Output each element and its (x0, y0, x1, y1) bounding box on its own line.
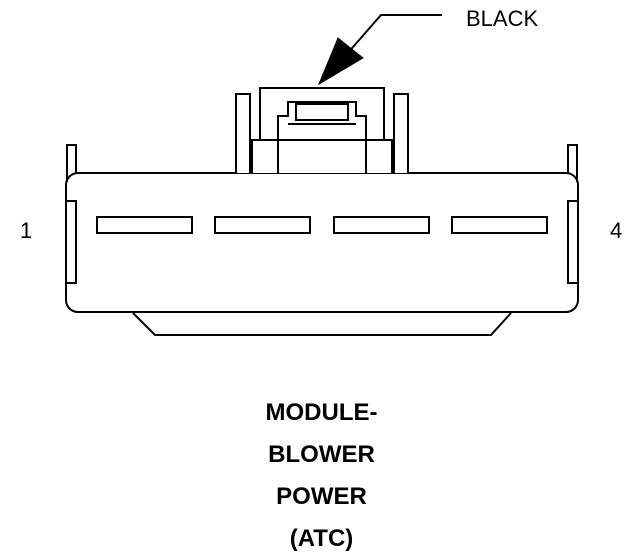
right-latch-outer (567, 144, 578, 182)
callout-leader-line (345, 14, 442, 56)
connector-bottom-skirt (132, 312, 512, 336)
connector-body (65, 172, 579, 313)
lock-tower-left-post (235, 93, 251, 173)
left-latch-inner (67, 200, 77, 284)
title-line-3: POWER (276, 483, 367, 510)
terminal-cavity-1 (96, 216, 193, 234)
callout-arrowhead (317, 37, 364, 86)
title-line-4: (ATC) (289, 525, 354, 552)
right-latch-inner (567, 200, 577, 284)
terminal-cavity-2 (214, 216, 311, 234)
component-title: MODULE- BLOWER POWER (ATC) (0, 392, 643, 560)
lock-tab (295, 103, 349, 121)
terminal-cavity-3 (333, 216, 430, 234)
callout-label: BLACK (466, 6, 538, 31)
terminal-cavity-4 (451, 216, 548, 234)
lock-tower-right-post (393, 93, 409, 173)
left-latch-outer (66, 144, 77, 182)
title-line-2: BLOWER (268, 441, 375, 468)
title-line-1: MODULE- (265, 399, 378, 426)
pin-label-right: 4 (610, 218, 622, 243)
pin-label-left: 1 (20, 218, 32, 243)
